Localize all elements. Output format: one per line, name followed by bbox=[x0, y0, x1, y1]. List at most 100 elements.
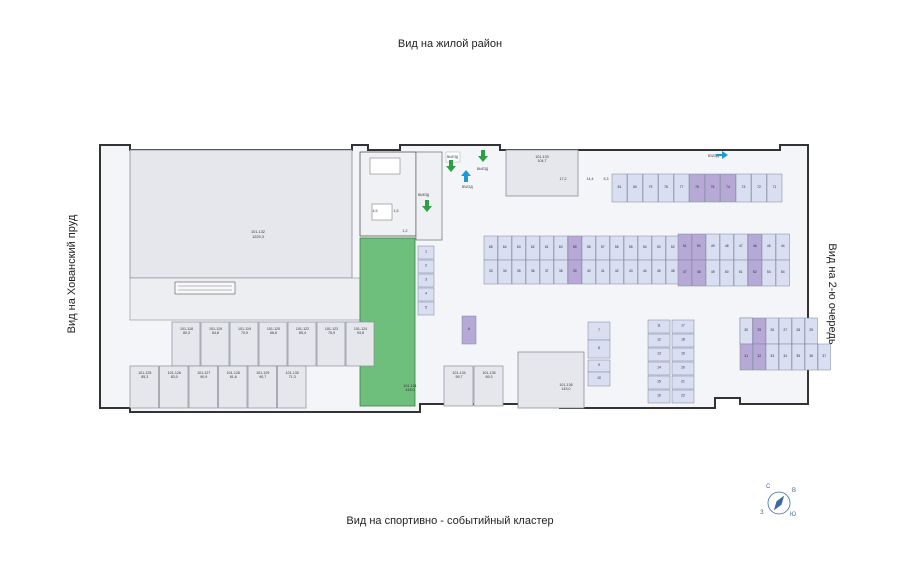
parking-spot[interactable] bbox=[705, 259, 720, 287]
parking-spot[interactable] bbox=[647, 347, 671, 362]
parking-spot-label: 73 bbox=[742, 185, 746, 189]
parking-spot[interactable] bbox=[817, 343, 831, 371]
parking-spot[interactable] bbox=[609, 259, 624, 285]
unit-101-127[interactable] bbox=[188, 365, 218, 409]
parking-spot[interactable] bbox=[497, 259, 512, 285]
parking-spot[interactable] bbox=[627, 173, 643, 203]
parking-spot-label: 4 bbox=[425, 292, 427, 296]
parking-spot[interactable] bbox=[647, 319, 671, 334]
parking-spot[interactable] bbox=[525, 259, 540, 285]
unit-101-132[interactable] bbox=[129, 149, 353, 279]
parking-spot-label: 5 bbox=[425, 306, 427, 310]
parking-spot[interactable] bbox=[671, 375, 695, 390]
parking-spot-label: 63 bbox=[517, 245, 521, 249]
parking-spot[interactable] bbox=[671, 389, 695, 404]
parking-spot[interactable] bbox=[587, 371, 611, 387]
parking-spot-label: 7 bbox=[598, 328, 600, 332]
parking-spot-label: 40 bbox=[587, 269, 591, 273]
parking-spot[interactable] bbox=[539, 259, 554, 285]
parking-spot-label: 6 bbox=[468, 327, 470, 331]
parking-spot[interactable] bbox=[642, 173, 659, 203]
parking-spot[interactable] bbox=[747, 259, 762, 287]
parking-spot[interactable] bbox=[611, 173, 628, 203]
unit-101-133[interactable] bbox=[505, 149, 579, 197]
parking-spot-label: 26 bbox=[770, 328, 774, 332]
parking-spot[interactable] bbox=[733, 259, 748, 287]
parking-spot[interactable] bbox=[671, 319, 695, 334]
parking-spot[interactable] bbox=[647, 375, 671, 390]
parking-spot[interactable] bbox=[739, 343, 753, 371]
unit-number: 101-128 bbox=[227, 371, 240, 375]
view-label-bottom: Вид на спортивно - событийный кластер bbox=[346, 515, 554, 527]
parking-spot[interactable] bbox=[417, 273, 435, 288]
parking-spot[interactable] bbox=[751, 173, 767, 203]
parking-spot[interactable] bbox=[461, 315, 477, 345]
parking-spot[interactable] bbox=[417, 259, 435, 274]
parking-spot[interactable] bbox=[719, 259, 734, 287]
parking-spot[interactable] bbox=[691, 259, 706, 287]
compass-east: В bbox=[792, 488, 797, 494]
unit-101-123[interactable] bbox=[316, 321, 346, 367]
compass-south: Ю bbox=[790, 512, 797, 518]
parking-spot-label: 47 bbox=[683, 270, 687, 274]
parking-spot[interactable] bbox=[704, 173, 721, 203]
unit-101-128[interactable] bbox=[218, 365, 248, 409]
parking-spot[interactable] bbox=[765, 343, 779, 371]
unit-101-120[interactable] bbox=[258, 321, 288, 367]
parking-spot[interactable] bbox=[720, 173, 736, 203]
parking-spot[interactable] bbox=[647, 361, 671, 376]
parking-spot[interactable] bbox=[417, 245, 435, 260]
parking-spot[interactable] bbox=[417, 301, 435, 316]
parking-spot[interactable] bbox=[775, 259, 790, 287]
unit-101-119[interactable] bbox=[200, 321, 230, 367]
parking-spot[interactable] bbox=[587, 339, 611, 359]
parking-spot-label: 57 bbox=[601, 245, 605, 249]
unit-101-134[interactable] bbox=[443, 365, 474, 407]
parking-spot[interactable] bbox=[651, 259, 666, 285]
parking-spot[interactable] bbox=[689, 173, 705, 203]
parking-spot[interactable] bbox=[671, 333, 695, 348]
unit-101-129[interactable] bbox=[247, 365, 277, 409]
parking-spot[interactable] bbox=[761, 259, 776, 287]
parking-spot[interactable] bbox=[553, 259, 568, 285]
unit-101-126[interactable] bbox=[159, 365, 189, 409]
unit-101-130[interactable] bbox=[277, 365, 307, 409]
parking-spot[interactable] bbox=[752, 343, 766, 371]
parking-spot[interactable] bbox=[658, 173, 674, 203]
unit-101-122[interactable] bbox=[287, 321, 317, 367]
parking-spot-label: 34 bbox=[783, 354, 787, 358]
parking-spot[interactable] bbox=[735, 173, 752, 203]
unit-101-135[interactable] bbox=[473, 365, 504, 407]
parking-spot[interactable] bbox=[791, 343, 805, 371]
parking-spot[interactable] bbox=[804, 343, 818, 371]
unit-101-119[interactable] bbox=[229, 321, 259, 367]
parking-spot[interactable] bbox=[483, 259, 498, 285]
parking-spot[interactable] bbox=[595, 259, 610, 285]
parking-spot-label: 35 bbox=[517, 269, 521, 273]
parking-spot[interactable] bbox=[671, 347, 695, 362]
parking-spot[interactable] bbox=[567, 259, 582, 285]
parking-spot-label: 75 bbox=[711, 185, 715, 189]
parking-spot[interactable] bbox=[637, 259, 652, 285]
parking-spot[interactable] bbox=[647, 389, 671, 404]
unit-101-118[interactable] bbox=[171, 321, 201, 367]
parking-spot[interactable] bbox=[671, 361, 695, 376]
exit-arrow-2: ВЫЕЗД bbox=[477, 150, 489, 171]
parking-spot[interactable] bbox=[581, 259, 596, 285]
parking-spot-label: 45 bbox=[657, 269, 661, 273]
parking-spot-label: 51 bbox=[683, 244, 687, 248]
parking-spot[interactable] bbox=[673, 173, 690, 203]
parking-spot[interactable] bbox=[766, 173, 783, 203]
parking-spot[interactable] bbox=[647, 333, 671, 348]
parking-spot-label: 58 bbox=[587, 245, 591, 249]
parking-spot[interactable] bbox=[623, 259, 638, 285]
parking-spot[interactable] bbox=[417, 287, 435, 302]
parking-spot[interactable] bbox=[778, 343, 792, 371]
unit-101-125[interactable] bbox=[129, 365, 159, 409]
unit-101-136[interactable] bbox=[517, 351, 585, 409]
entry-arrow-1: ВЪЕЗД bbox=[461, 170, 473, 189]
svg-text:101-133: 101-133 bbox=[535, 155, 548, 159]
unit-101-124[interactable] bbox=[345, 321, 375, 367]
parking-spot[interactable] bbox=[677, 259, 692, 287]
parking-spot[interactable] bbox=[511, 259, 526, 285]
